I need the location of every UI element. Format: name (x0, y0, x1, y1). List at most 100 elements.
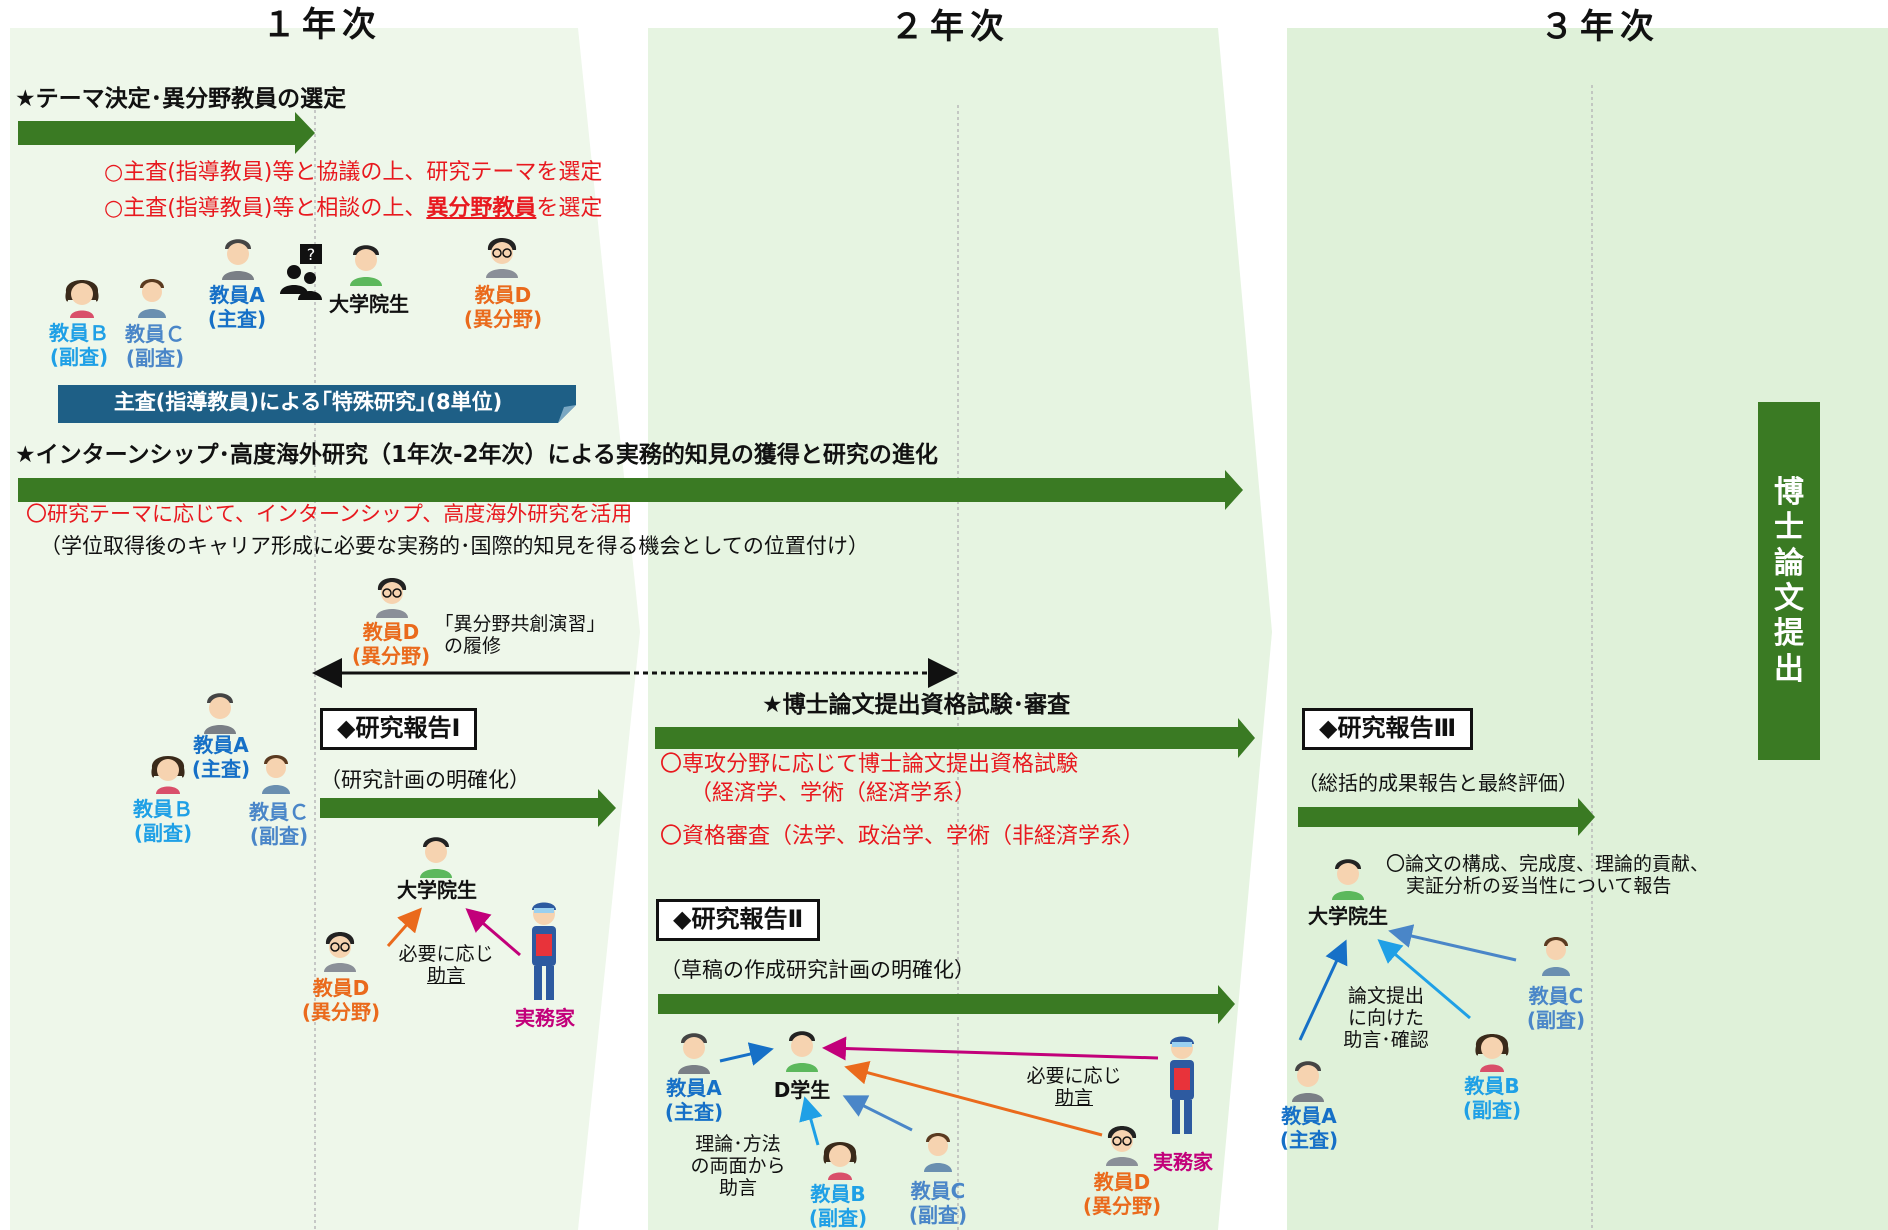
qualification-line3: 〇資格審査（法学、政治学、学術（非経済学系） (660, 824, 1145, 849)
panel-year3 (1287, 28, 1888, 1230)
report1-box: ◆研究報告Ⅰ (320, 708, 478, 750)
teacher-c-r2-label: 教員C(副査) (908, 1179, 968, 1227)
teacher-d-r2-icon (1106, 1126, 1138, 1166)
teacher-c-r3-label: 教員C(副査) (1526, 984, 1586, 1032)
teacher-d-seminar-icon (376, 578, 408, 618)
teacher-c-r3-icon (1542, 937, 1570, 976)
c3-to-grad-arrow (1388, 924, 1517, 962)
theme-line2-pre: ○主査(指導教員)等と相談の上、 (104, 196, 427, 221)
internship-arrow (18, 470, 1243, 510)
report2-box: ◆研究報告Ⅱ (656, 899, 821, 941)
teacher-b-label: 教員Ｂ(副査) (49, 321, 109, 369)
teacher-d-r2-label: 教員D(異分野) (1082, 1170, 1162, 1218)
b-to-dstudent-arrow (799, 1096, 823, 1146)
teacher-b-r1-icon (151, 756, 185, 794)
teacher-a-r3-label: 教員A(主査) (1279, 1104, 1339, 1152)
teacher-c-r1-icon (262, 755, 290, 794)
special-research-label: 主査(指導教員)による｢特殊研究｣(8単位) (113, 390, 503, 414)
teacher-d-r1-icon (324, 932, 356, 972)
teacher-a-r2-icon (678, 1033, 710, 1074)
dissertation-char: 論 (1774, 545, 1804, 581)
theme-line1: ○主査(指導教員)等と協議の上、研究テーマを選定 (104, 160, 603, 185)
teacher-b-r1-label: 教員Ｂ(副査) (133, 797, 193, 845)
teacher-a-label: 教員A(主査) (207, 283, 267, 331)
theme-line2-em: 異分野教員 (426, 196, 537, 221)
teacher-b-r2-label: 教員B(副査) (808, 1182, 868, 1230)
teacher-a-r1-icon (204, 693, 236, 734)
practitioner-r2-label: 実務家 (1153, 1150, 1213, 1174)
dissertation-char: 博 (1774, 474, 1804, 510)
teacher-b-r3-label: 教員B(副査) (1462, 1074, 1522, 1122)
teacher-a-icon (222, 239, 254, 280)
seminar-text: ｢異分野共創演習｣の履修 (444, 613, 597, 657)
d-to-dstudent-arrow (844, 1061, 1103, 1137)
qualification-title: ★博士論文提出資格試験･審査 (762, 692, 1071, 718)
teacher-d-icon (486, 238, 518, 278)
internship-line1: 〇研究テーマに応じて、インターンシップ、高度海外研究を活用 (26, 502, 633, 526)
dissertation-char: 士 (1774, 510, 1804, 546)
report3-note: 〇論文の構成、完成度、理論的貢献、実証分析の妥当性について報告 (1386, 853, 1710, 897)
year3-header: ３年次 (1540, 7, 1660, 47)
report3-box: ◆研究報告Ⅲ (1302, 708, 1474, 750)
theory-advice: 理論･方法の両面から助言 (690, 1133, 786, 1199)
internship-line2: （学位取得後のキャリア形成に必要な実務的･国際的知見を得る機会としての位置付け） (40, 534, 869, 558)
report2-sub: （草稿の作成研究計画の明確化） (660, 958, 975, 982)
theme-arrow (18, 112, 315, 154)
special-research-ribbon (58, 385, 576, 423)
year1-header: １年次 (262, 5, 382, 45)
practitioner-r1-icon (532, 902, 556, 1000)
teacher-a-r1-label: 教員A(主査) (191, 733, 251, 781)
c-to-dstudent-arrow (842, 1095, 913, 1132)
grad-student-r3-label: 大学院生 (1308, 904, 1388, 928)
teacher-a-r2-label: 教員A(主査) (664, 1076, 724, 1124)
theme-title: ★テーマ決定･異分野教員の選定 (15, 86, 347, 112)
teacher-c-label: 教員Ｃ(副査) (125, 322, 185, 370)
grad-student-r3-icon (1332, 859, 1364, 900)
teacher-b-r2-icon (823, 1142, 857, 1180)
report1-sub: （研究計画の明確化） (320, 768, 530, 792)
teacher-d-label: 教員D(異分野) (463, 283, 543, 331)
b3-to-grad-arrow (1377, 939, 1471, 1020)
svg-text:?: ? (307, 245, 316, 264)
grad-student-icon (350, 245, 382, 286)
advice-r2: 必要に応じ助言 (1026, 1065, 1122, 1109)
theme-line2: ○主査(指導教員)等と相談の上、異分野教員を選定 (104, 196, 602, 221)
advice-r1: 必要に応じ助言 (398, 943, 494, 987)
qualification-line1: 〇専攻分野に応じて博士論文提出資格試験 (660, 752, 1079, 777)
dissertation-char: 文 (1774, 581, 1804, 616)
teacher-c-r1-label: 教員Ｃ(副査) (249, 800, 309, 848)
qualification-line2: （経済学、学術（経済学系） (690, 781, 977, 806)
dstudent-label: D学生 (773, 1078, 831, 1102)
teacher-d-r1-label: 教員D(異分野) (301, 976, 381, 1024)
question-people-icon: ? (280, 244, 322, 300)
d-to-grad-arrow (386, 907, 422, 947)
dissertation-submission-label: 博士論文提出 (1774, 475, 1804, 687)
teacher-a-r3-icon (1292, 1061, 1324, 1102)
grad-student-label: 大学院生 (329, 292, 409, 316)
grad-student-r1-label: 大学院生 (397, 878, 477, 902)
teacher-b-icon (65, 280, 99, 318)
a3-to-grad-arrow (1298, 939, 1348, 1041)
theme-line2-post: を選定 (536, 196, 603, 221)
practitioner-r2-icon (1170, 1036, 1194, 1134)
grad-student-r1-icon (420, 837, 452, 878)
year2-header: ２年次 (890, 7, 1010, 47)
a-to-dstudent-arrow (719, 1042, 774, 1066)
practitioner-to-dstudent-arrow (822, 1036, 1159, 1061)
final-advice: 論文提出に向けた助言･確認 (1343, 985, 1429, 1051)
dissertation-char: 出 (1774, 651, 1804, 687)
dissertation-submission-box: 博士論文提出 (1758, 402, 1820, 760)
teacher-c-r2-icon (924, 1133, 952, 1172)
teacher-c-icon (138, 279, 166, 318)
practitioner-to-grad-arrow (465, 908, 521, 957)
report1-arrow (320, 789, 616, 827)
report3-sub: （総括的成果報告と最終評価） (1298, 771, 1578, 795)
internship-title: ★インターンシップ･高度海外研究（1年次-2年次）による実務的知見の獲得と研究の… (15, 442, 938, 468)
practitioner-r1-label: 実務家 (515, 1006, 575, 1030)
dstudent-icon (786, 1031, 818, 1072)
qualification-arrow (655, 718, 1255, 758)
dissertation-char: 提 (1774, 616, 1804, 652)
report3-arrow (1298, 798, 1595, 836)
